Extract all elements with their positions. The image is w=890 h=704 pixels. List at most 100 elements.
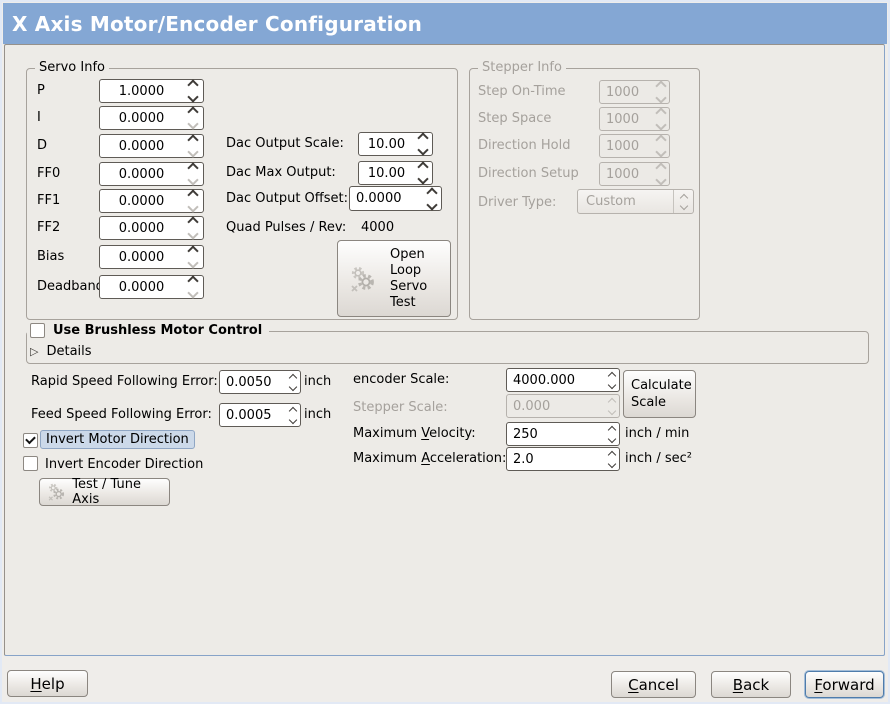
invert-encoder-checkbox[interactable] bbox=[23, 456, 38, 471]
open-loop-line: Loop bbox=[390, 262, 422, 278]
calculate-scale-line: Calculate bbox=[631, 378, 692, 393]
p-spinbox[interactable] bbox=[99, 79, 204, 103]
i-input[interactable] bbox=[100, 107, 183, 129]
spin-up-icon[interactable] bbox=[417, 161, 429, 173]
spin-up-icon bbox=[654, 80, 667, 92]
spin-up-icon[interactable] bbox=[288, 373, 298, 382]
direction-setup-spinbox bbox=[599, 162, 670, 186]
bias-input[interactable] bbox=[100, 246, 183, 268]
spin-down-icon[interactable] bbox=[417, 144, 429, 156]
brushless-frame bbox=[26, 331, 869, 364]
spin-up-icon[interactable] bbox=[288, 406, 298, 415]
invert-motor-label[interactable]: Invert Motor Direction bbox=[40, 430, 195, 449]
max-acceleration-input[interactable] bbox=[507, 448, 605, 470]
rapid-following-error-spinbox[interactable] bbox=[219, 370, 301, 394]
spin-up-icon[interactable] bbox=[426, 186, 438, 199]
spin-down-icon[interactable] bbox=[187, 91, 199, 103]
stepper-info-frame: Stepper Info Step On-Time Step Space Dir… bbox=[469, 60, 700, 320]
back-button[interactable]: Back bbox=[711, 671, 791, 698]
dac-output-offset-input[interactable] bbox=[350, 187, 423, 210]
ff0-input[interactable] bbox=[100, 163, 183, 185]
rapid-following-error-input[interactable] bbox=[220, 371, 286, 393]
spin-up-icon[interactable] bbox=[417, 132, 429, 144]
dac-output-offset-label: Dac Output Offset: bbox=[226, 191, 348, 206]
deadband-label: Deadband bbox=[37, 279, 104, 294]
open-loop-line: Servo bbox=[390, 278, 428, 294]
dac-max-output-spinbox[interactable] bbox=[358, 161, 433, 185]
spin-up-icon[interactable] bbox=[607, 425, 617, 434]
use-brushless-checkbox[interactable] bbox=[30, 323, 45, 338]
spin-up-icon bbox=[607, 397, 617, 406]
spin-down-icon[interactable] bbox=[607, 380, 617, 389]
spin-down-icon bbox=[187, 201, 199, 213]
direction-hold-label: Direction Hold bbox=[478, 138, 571, 153]
spin-up-icon[interactable] bbox=[607, 450, 617, 459]
brushless-checkbox-row[interactable]: Use Brushless Motor Control bbox=[27, 323, 270, 338]
max-acceleration-spinbox[interactable] bbox=[506, 447, 620, 471]
spin-down-icon bbox=[187, 118, 199, 130]
encoder-scale-input[interactable] bbox=[507, 369, 605, 391]
spin-down-icon[interactable] bbox=[426, 198, 438, 211]
spin-down-icon[interactable] bbox=[417, 173, 429, 185]
gears-icon bbox=[351, 266, 374, 292]
spin-down-icon bbox=[654, 146, 667, 158]
ff1-input[interactable] bbox=[100, 190, 183, 212]
ff2-spinbox[interactable] bbox=[99, 216, 204, 240]
dac-max-output-input[interactable] bbox=[359, 162, 414, 184]
driver-type-value: Custom bbox=[586, 194, 636, 209]
details-label: Details bbox=[46, 344, 92, 359]
test-tune-axis-button[interactable]: Test / Tune Axis bbox=[39, 477, 170, 507]
spin-up-icon[interactable] bbox=[187, 79, 199, 91]
max-velocity-label: Maximum Velocity: bbox=[353, 426, 476, 441]
i-spinbox[interactable] bbox=[99, 106, 204, 130]
ff2-input[interactable] bbox=[100, 217, 183, 239]
stepper-info-frame-label: Stepper Info bbox=[478, 60, 566, 75]
combo-down-icon bbox=[679, 201, 688, 210]
bias-spinbox[interactable] bbox=[99, 245, 204, 269]
help-button[interactable]: Help bbox=[7, 670, 88, 697]
ff1-label: FF1 bbox=[37, 193, 61, 208]
spin-up-icon[interactable] bbox=[187, 245, 199, 257]
spin-up-icon[interactable] bbox=[187, 189, 199, 201]
dac-output-scale-input[interactable] bbox=[359, 133, 414, 155]
invert-encoder-label[interactable]: Invert Encoder Direction bbox=[45, 457, 204, 472]
spin-up-icon[interactable] bbox=[187, 134, 199, 146]
calculate-scale-button[interactable]: Calculate Scale bbox=[623, 370, 696, 418]
dac-output-offset-spinbox[interactable] bbox=[349, 186, 442, 211]
spin-down-icon bbox=[607, 406, 617, 415]
max-velocity-spinbox[interactable] bbox=[506, 422, 620, 446]
feed-following-error-spinbox[interactable] bbox=[219, 403, 301, 427]
spin-down-icon[interactable] bbox=[607, 434, 617, 443]
spin-up-icon[interactable] bbox=[187, 216, 199, 228]
spin-up-icon[interactable] bbox=[187, 106, 199, 118]
spin-up-icon[interactable] bbox=[187, 275, 199, 287]
deadband-input[interactable] bbox=[100, 276, 183, 298]
forward-button[interactable]: Forward bbox=[805, 671, 884, 698]
ff0-spinbox[interactable] bbox=[99, 162, 204, 186]
spin-up-icon[interactable] bbox=[607, 371, 617, 380]
open-loop-servo-test-button[interactable]: Open Loop Servo Test bbox=[337, 240, 451, 317]
d-spinbox[interactable] bbox=[99, 134, 204, 158]
invert-motor-checkbox[interactable] bbox=[23, 433, 38, 448]
spin-down-icon[interactable] bbox=[607, 459, 617, 468]
driver-type-label: Driver Type: bbox=[478, 195, 557, 210]
p-input[interactable] bbox=[100, 80, 183, 102]
expander-triangle-icon[interactable]: ▷ bbox=[30, 345, 39, 358]
spin-up-icon[interactable] bbox=[187, 162, 199, 174]
feed-following-error-input[interactable] bbox=[220, 404, 286, 426]
direction-hold-spinbox bbox=[599, 134, 670, 158]
cancel-button[interactable]: Cancel bbox=[611, 671, 696, 698]
d-input[interactable] bbox=[100, 135, 183, 157]
details-expander[interactable]: ▷ Details bbox=[30, 344, 92, 359]
spin-down-icon[interactable] bbox=[288, 382, 298, 391]
dac-output-scale-spinbox[interactable] bbox=[358, 132, 433, 156]
spin-down-icon[interactable] bbox=[288, 415, 298, 424]
deadband-spinbox[interactable] bbox=[99, 275, 204, 299]
max-velocity-input[interactable] bbox=[507, 423, 605, 445]
p-label: P bbox=[37, 83, 45, 98]
test-tune-axis-label: Test / Tune Axis bbox=[72, 477, 141, 507]
encoder-scale-spinbox[interactable] bbox=[506, 368, 620, 392]
page-title: X Axis Motor/Encoder Configuration bbox=[12, 11, 423, 36]
ff1-spinbox[interactable] bbox=[99, 189, 204, 213]
